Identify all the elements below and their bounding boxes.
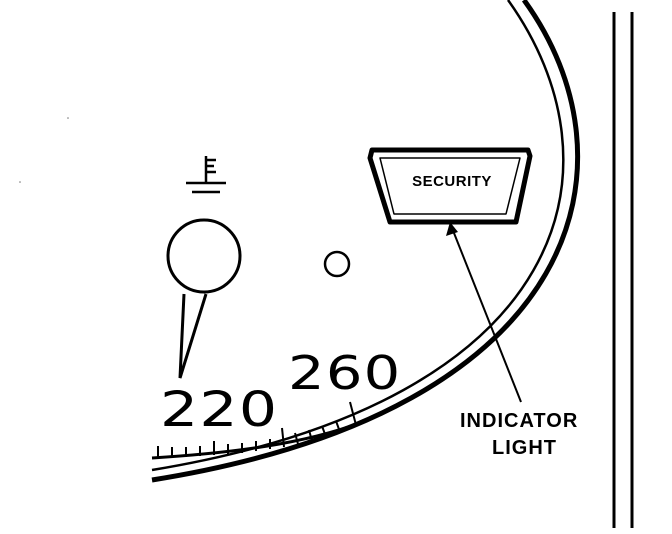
scan-speck <box>67 117 69 119</box>
callout-label-line-2: LIGHT <box>492 437 557 459</box>
dial-scale-baseline <box>151 416 373 460</box>
callout-arrowhead-icon <box>446 222 458 236</box>
needle-pointer <box>178 293 208 379</box>
gauge-bezel-outer-arc <box>151 0 581 483</box>
callout-label-line-1: INDICATOR <box>460 410 579 432</box>
gauge-bezel-inner-arc <box>151 0 565 472</box>
dial-label-220: 220 <box>160 382 279 438</box>
dial-tick-marks <box>157 401 357 458</box>
ground-symbol-icon <box>186 156 226 194</box>
needle-hub <box>166 218 242 294</box>
callout-leader-line <box>451 227 522 403</box>
scan-speck <box>19 181 21 183</box>
small-indicator-bulb <box>323 250 351 278</box>
dial-label-260: 260 <box>288 346 402 400</box>
security-indicator-label: SECURITY <box>412 173 492 190</box>
security-indicator-lens <box>379 157 521 215</box>
